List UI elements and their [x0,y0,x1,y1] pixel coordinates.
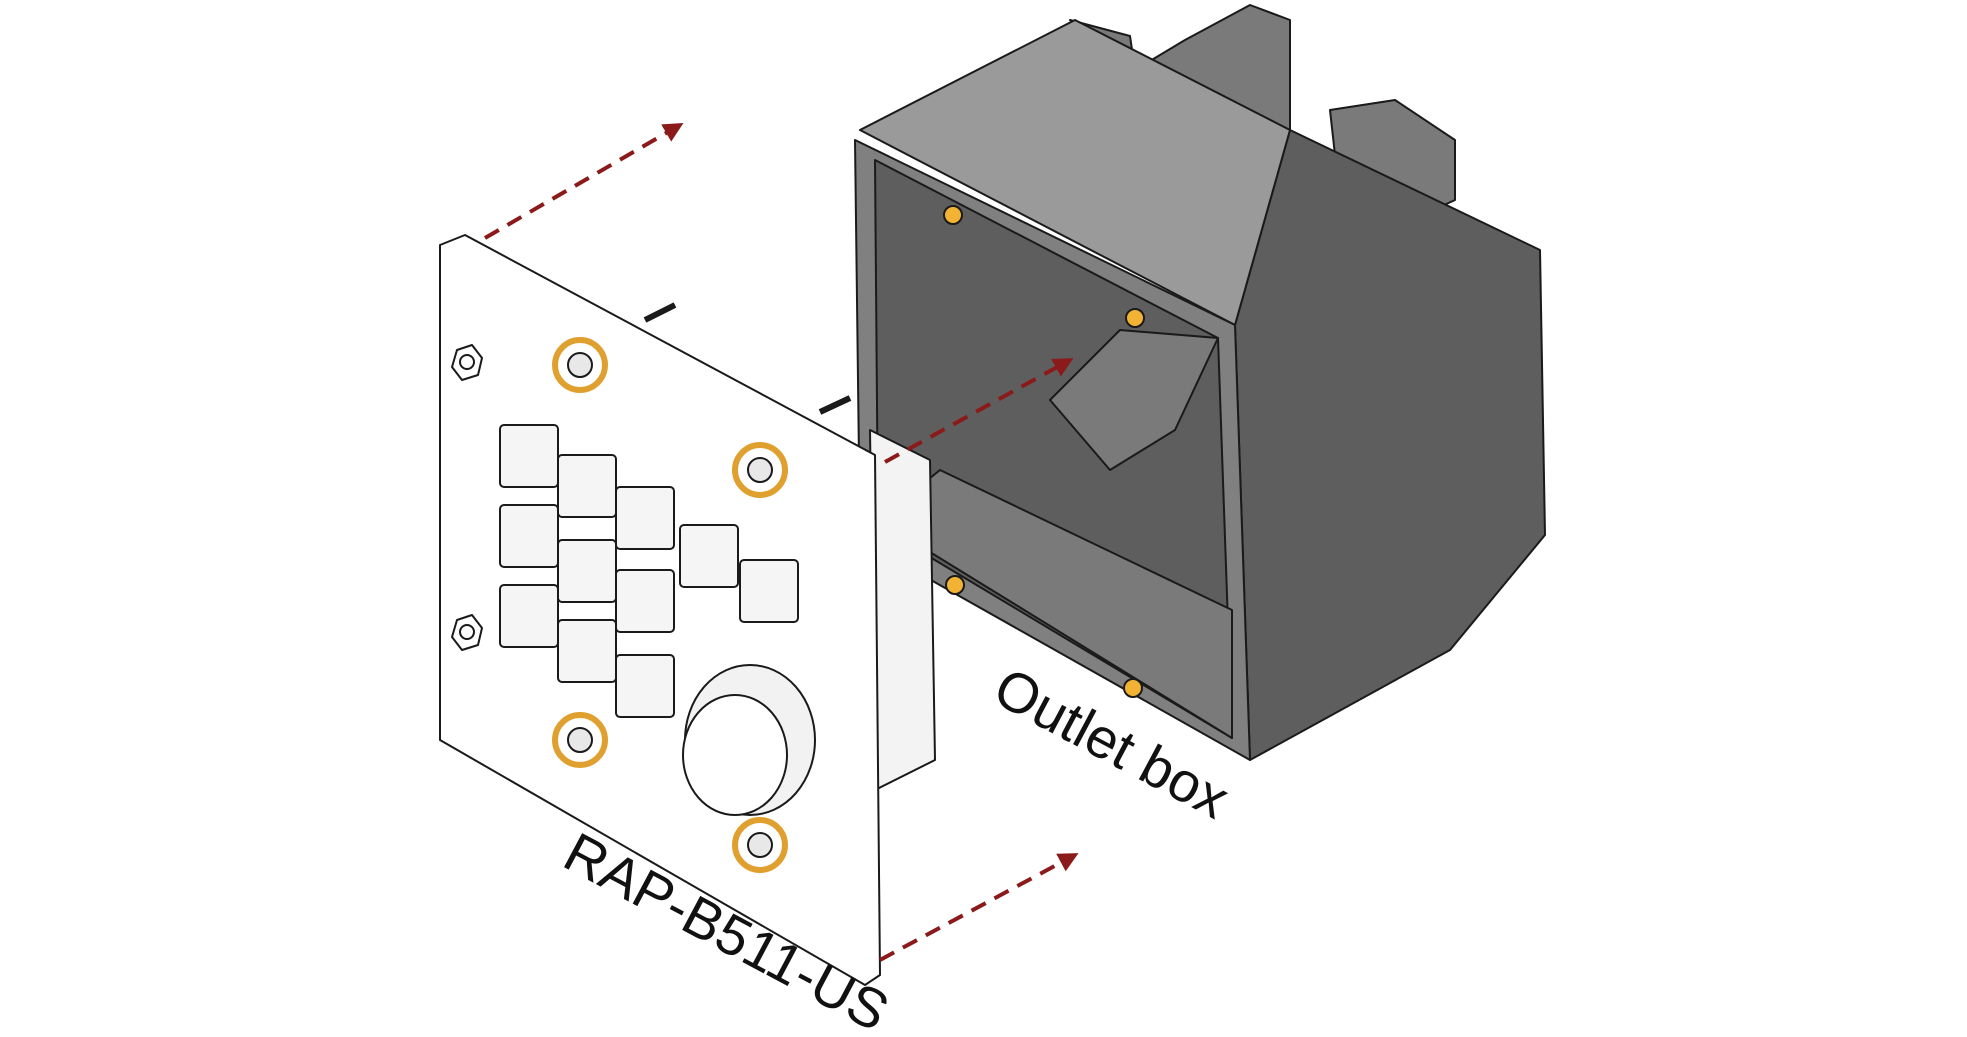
mounting-ear-hole [945,575,965,595]
keypad [499,424,799,718]
outlet-box-top-face [859,19,1291,326]
keypad-button [615,486,675,550]
rap-device [439,234,936,986]
outlet-box-right-side [1234,129,1546,761]
mounting-stud [818,395,852,415]
keypad-button [557,619,617,683]
phillips-screw-icon [732,442,788,498]
keypad-button [499,584,559,648]
keypad-button [679,524,739,588]
keypad-button [557,539,617,603]
keypad-button [557,454,617,518]
phillips-screw-icon [552,712,608,768]
dashed-arrow-icon [879,853,1079,962]
hex-nut-icon [451,344,483,381]
keypad-button [499,424,559,488]
mounting-ear-hole [943,205,963,225]
joystick-knob [682,664,816,816]
dashed-arrow-icon [884,358,1074,464]
mounting-stud [643,302,677,323]
keypad-button [615,654,675,718]
device-back-body [869,429,936,791]
mounting-ear-hole [1123,678,1143,698]
phillips-screw-icon [732,817,788,873]
outlet-box [854,4,1546,761]
direction-arrows [483,122,1079,962]
keypad-button [739,559,799,623]
phillips-screw-icon [552,337,608,393]
keypad-button [615,569,675,633]
outlet-box-inner-shelf [1049,329,1219,471]
hex-nut-icon [451,614,483,651]
dashed-arrow-icon [483,122,684,240]
keypad-button [499,504,559,568]
mounting-ear-hole [1125,308,1145,328]
